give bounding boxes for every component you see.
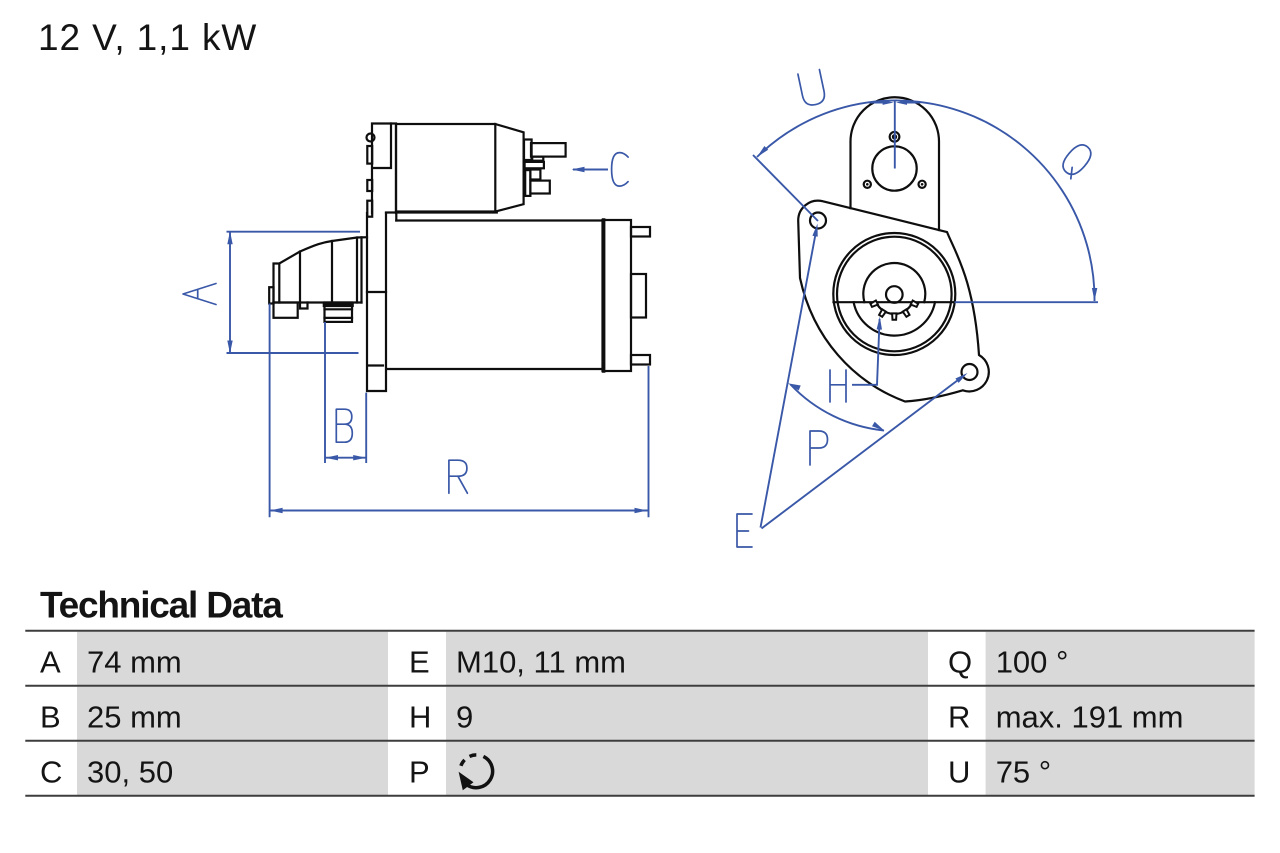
svg-text:9: 9 xyxy=(456,699,473,734)
svg-text:U: U xyxy=(948,754,970,789)
svg-text:Technical Data: Technical Data xyxy=(40,585,283,626)
svg-text:Q: Q xyxy=(948,644,972,679)
svg-text:74 mm: 74 mm xyxy=(87,644,182,679)
svg-text:B: B xyxy=(40,699,61,734)
svg-text:A: A xyxy=(40,644,61,679)
svg-text:H: H xyxy=(409,699,431,734)
svg-text:12 V, 1,1 kW: 12 V, 1,1 kW xyxy=(38,17,257,58)
svg-text:25 mm: 25 mm xyxy=(87,699,182,734)
svg-text:75 °: 75 ° xyxy=(996,754,1051,789)
svg-text:100 °: 100 ° xyxy=(996,644,1069,679)
svg-text:C: C xyxy=(40,754,62,789)
svg-text:P: P xyxy=(409,754,430,789)
svg-text:M10, 11 mm: M10, 11 mm xyxy=(456,644,626,679)
svg-text:R: R xyxy=(948,699,970,734)
svg-text:max. 191 mm: max. 191 mm xyxy=(996,699,1184,734)
svg-text:E: E xyxy=(409,644,430,679)
svg-text:30, 50: 30, 50 xyxy=(87,754,173,789)
